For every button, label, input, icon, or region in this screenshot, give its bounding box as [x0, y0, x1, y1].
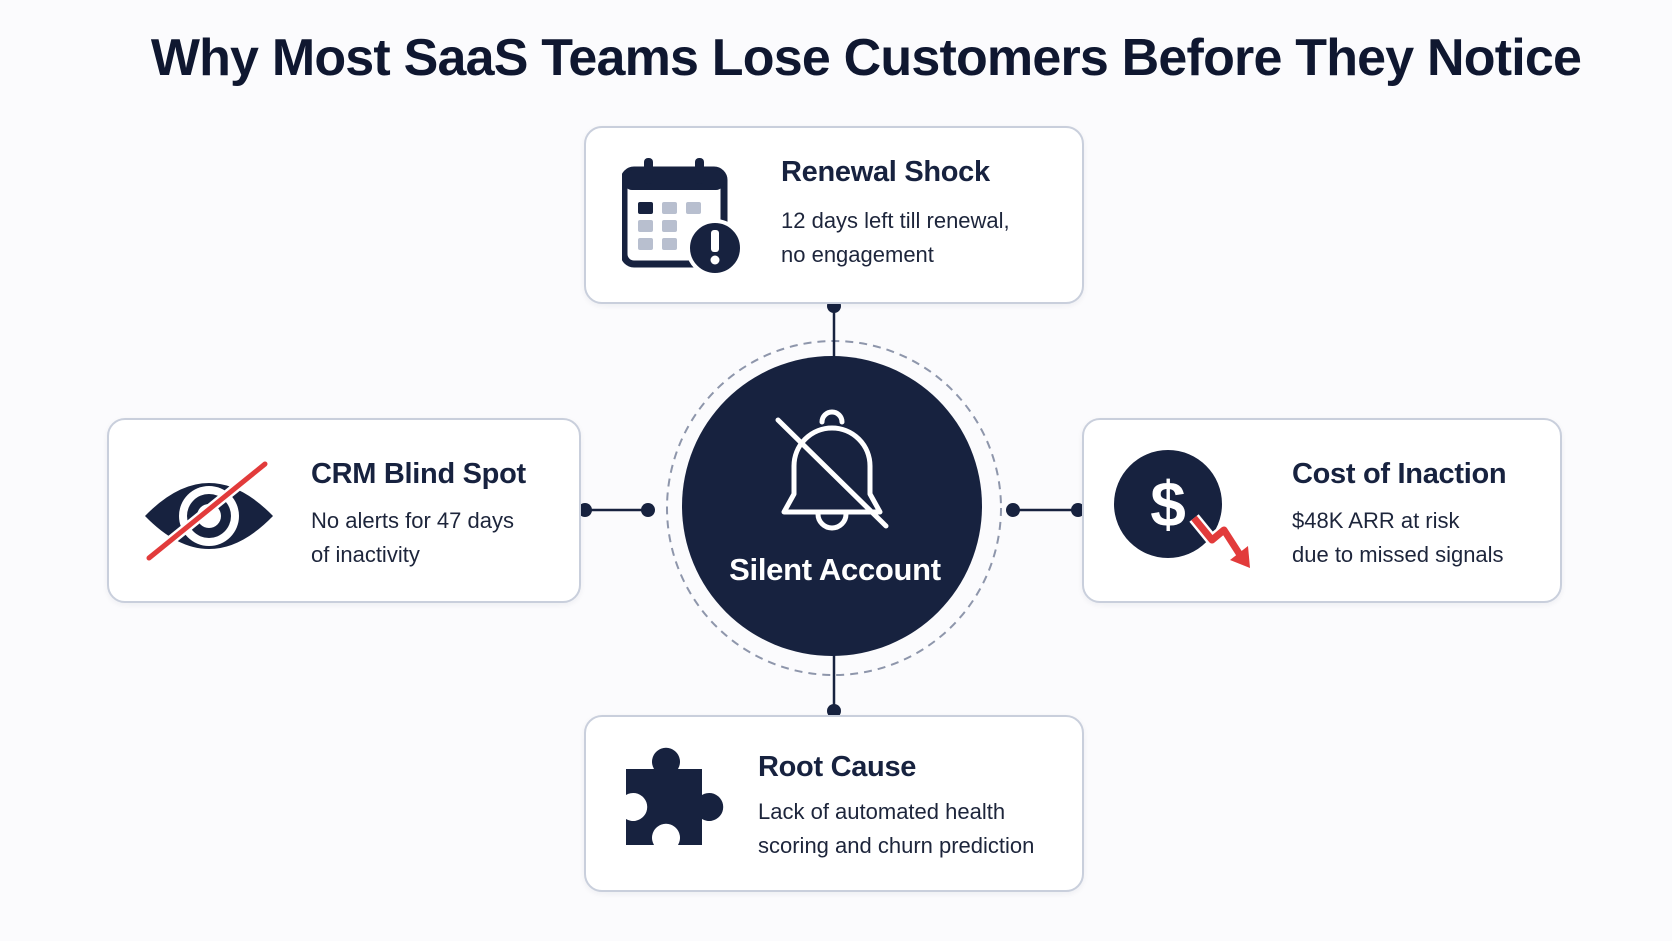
- card-renewal-shock: Renewal Shock 12 days left till renewal,…: [584, 126, 1084, 304]
- connector-bottom-dot: [827, 704, 841, 718]
- svg-text:$: $: [1150, 468, 1186, 540]
- hub-circle: [682, 356, 982, 656]
- card-root-cause: Root Cause Lack of automated health scor…: [584, 715, 1084, 892]
- bell-off-icon: [775, 409, 889, 531]
- card-description: $48K ARR at risk due to missed signals: [1292, 508, 1504, 567]
- puzzle-piece-icon: [626, 747, 724, 845]
- card-title: CRM Blind Spot: [311, 458, 526, 490]
- connector-right-dot-inner: [1006, 503, 1020, 517]
- card-cost-of-inaction: $ Cost of Inaction $48K ARR at risk due …: [1082, 418, 1562, 603]
- connector-right-dot-outer: [1071, 503, 1085, 517]
- hub-label: Silent Account: [729, 552, 941, 587]
- connector-left-dot-outer: [578, 503, 592, 517]
- card-description: No alerts for 47 days of inactivity: [311, 508, 514, 567]
- card-description: Lack of automated health scoring and chu…: [758, 799, 1035, 858]
- card-title: Cost of Inaction: [1292, 458, 1507, 490]
- card-description: 12 days left till renewal, no engagement: [781, 208, 1010, 267]
- page-title: Why Most SaaS Teams Lose Customers Befor…: [150, 29, 1582, 87]
- card-title: Renewal Shock: [781, 156, 990, 188]
- eye-slash-icon: [144, 459, 273, 563]
- card-title: Root Cause: [758, 751, 917, 783]
- dollar-decline-icon: $: [1114, 450, 1250, 568]
- connector-left-dot-inner: [641, 503, 655, 517]
- card-crm-blind-spot: CRM Blind Spot No alerts for 47 days of …: [107, 418, 581, 603]
- calendar-alert-icon: [622, 158, 744, 277]
